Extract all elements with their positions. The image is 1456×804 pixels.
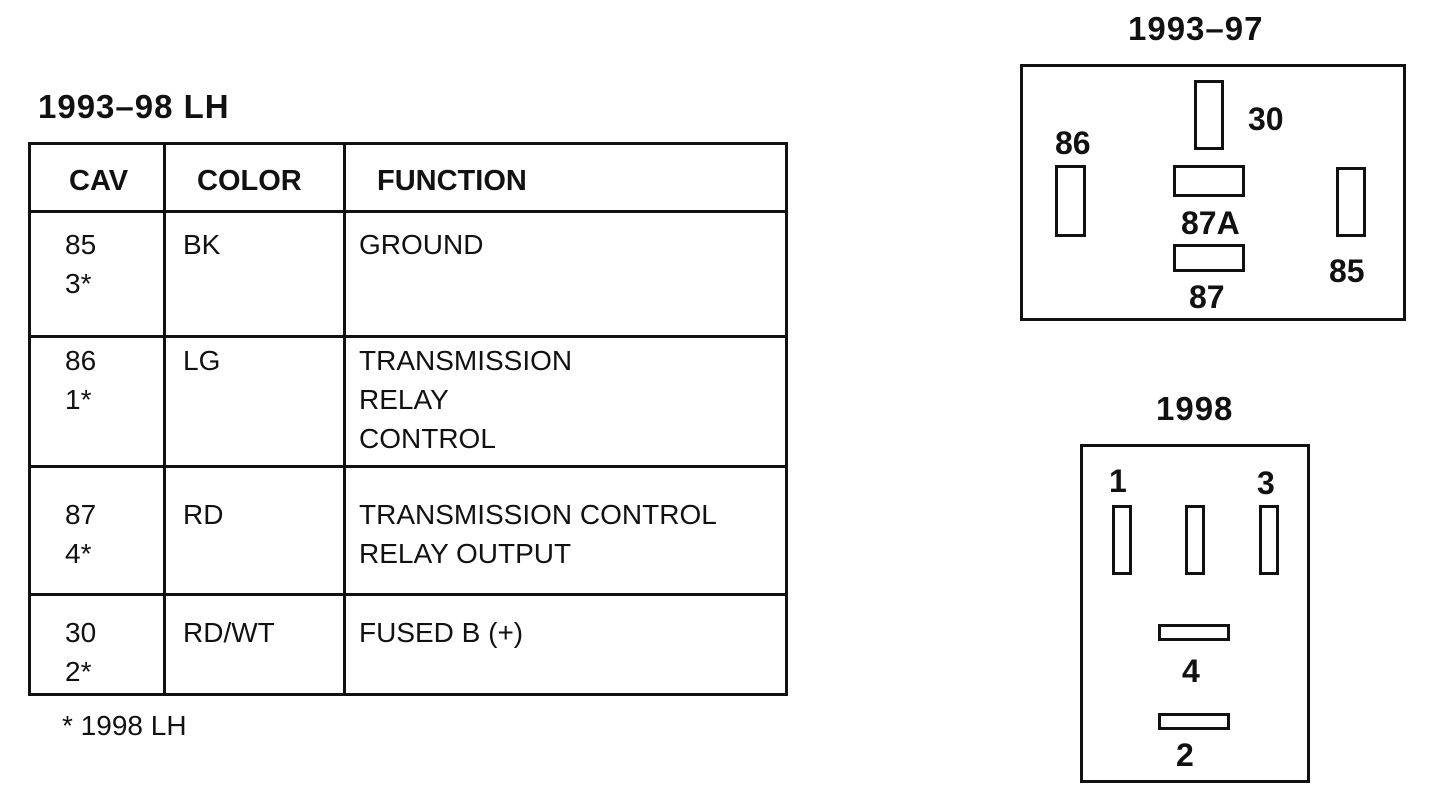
terminal-3 xyxy=(1259,505,1279,575)
table-footnote: * 1998 LH xyxy=(62,710,187,741)
row-divider xyxy=(31,465,785,468)
pin-label-87: 87 xyxy=(1189,279,1225,315)
terminal-30 xyxy=(1194,80,1224,150)
pin-label-30: 30 xyxy=(1248,101,1284,137)
pin-label-3: 3 xyxy=(1257,465,1275,501)
terminal-86 xyxy=(1055,165,1086,237)
terminal-87a xyxy=(1173,165,1245,197)
pin-label-1: 1 xyxy=(1109,463,1127,499)
row-divider xyxy=(31,335,785,338)
cell-color: RD xyxy=(183,499,224,530)
cell-function: TRANSMISSION CONTROL RELAY OUTPUT xyxy=(359,499,717,569)
column-divider xyxy=(163,145,166,693)
column-divider xyxy=(343,145,346,693)
terminal-5 xyxy=(1185,505,1205,575)
terminal-4 xyxy=(1158,624,1230,641)
row-divider xyxy=(31,210,785,213)
connector-a-body: 30 86 87A 87 85 xyxy=(1020,64,1406,321)
header-cav: CAV xyxy=(69,165,129,197)
cell-cav: 86 1* xyxy=(65,345,97,415)
cell-color: LG xyxy=(183,345,221,376)
cell-cav: 85 3* xyxy=(65,229,97,299)
pin-label-86: 86 xyxy=(1055,125,1091,161)
header-color: COLOR xyxy=(197,165,302,197)
terminal-2 xyxy=(1158,713,1230,730)
pin-label-4: 4 xyxy=(1182,653,1200,689)
row-divider xyxy=(31,593,785,596)
cell-cav: 30 2* xyxy=(65,617,97,687)
terminal-87 xyxy=(1173,244,1245,272)
terminal-85 xyxy=(1336,167,1366,237)
connector-b-title: 1998 xyxy=(1156,390,1234,427)
cell-function: FUSED B (+) xyxy=(359,617,524,648)
cell-cav: 87 4* xyxy=(65,499,97,569)
cell-color: RD/WT xyxy=(183,617,275,648)
terminal-1 xyxy=(1112,505,1132,575)
pin-label-2: 2 xyxy=(1176,737,1194,773)
connector-b-body: 1 3 4 2 xyxy=(1080,444,1310,783)
cell-function: GROUND xyxy=(359,229,484,260)
table-title: 1993–98 LH xyxy=(38,88,230,125)
pin-label-87a: 87A xyxy=(1181,205,1240,241)
connector-a-title: 1993–97 xyxy=(1128,10,1264,47)
cell-color: BK xyxy=(183,229,221,260)
pin-label-85: 85 xyxy=(1329,253,1365,289)
pinout-table: CAV COLOR FUNCTION 85 3* BK GROUND 86 1*… xyxy=(28,142,788,696)
header-function: FUNCTION xyxy=(377,165,527,197)
cell-function: TRANSMISSION RELAY CONTROL xyxy=(359,345,573,454)
